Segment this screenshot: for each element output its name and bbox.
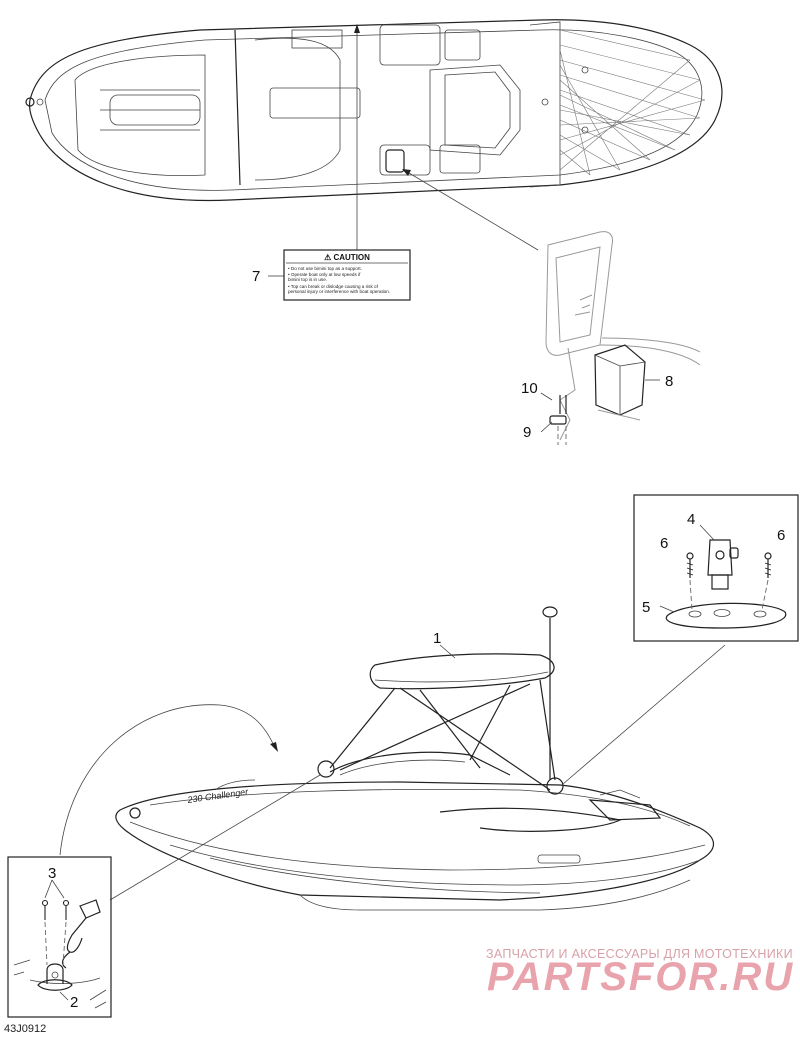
watermark-tagline: ЗАПЧАСТИ И АКСЕССУАРЫ ДЛЯ МОТОТЕХНИКИ: [486, 947, 793, 961]
detail-box-bottom-left: [7, 856, 112, 1018]
boat-top-view: [25, 19, 723, 202]
caution-line-2: • Operate boat only at low speeds if: [288, 272, 361, 277]
caution-line-4: • Top can break or dislodge causing a ri…: [288, 284, 379, 289]
caution-line-5: personal injury or interference with boa…: [288, 289, 390, 294]
callout-5: 5: [642, 599, 650, 616]
lower-leaders: [59, 644, 726, 901]
callout-9: 9: [523, 424, 531, 441]
swim-platform-mesh: [559, 29, 706, 176]
leader-7: [268, 24, 360, 277]
callout-10: 10: [521, 380, 538, 397]
detail-box-top-right: [633, 494, 799, 642]
callout-3: 3: [48, 865, 56, 882]
callout-7: 7: [252, 268, 260, 285]
drawing-code: 43J0912: [4, 1023, 46, 1035]
caution-line-1: • Do not use bimini top as a support.: [288, 266, 362, 271]
callout-6-left: 6: [660, 535, 668, 552]
caution-label: ⚠ CAUTION • Do not use bimini top as a s…: [283, 249, 411, 301]
caution-line-3: bimini top is in use.: [288, 277, 327, 282]
storage-detail: [540, 231, 701, 445]
watermark-logo: PARTSFOR.RU: [487, 955, 794, 999]
callout-8: 8: [665, 373, 673, 390]
boat-side-view: 230 Challenger: [115, 606, 715, 911]
caution-header: ⚠ CAUTION: [324, 253, 370, 262]
callout-6-right: 6: [777, 527, 785, 544]
callout-4: 4: [687, 511, 695, 528]
callout-1: 1: [433, 630, 441, 647]
callout-2: 2: [70, 994, 78, 1011]
leader-compartment: [403, 169, 539, 251]
